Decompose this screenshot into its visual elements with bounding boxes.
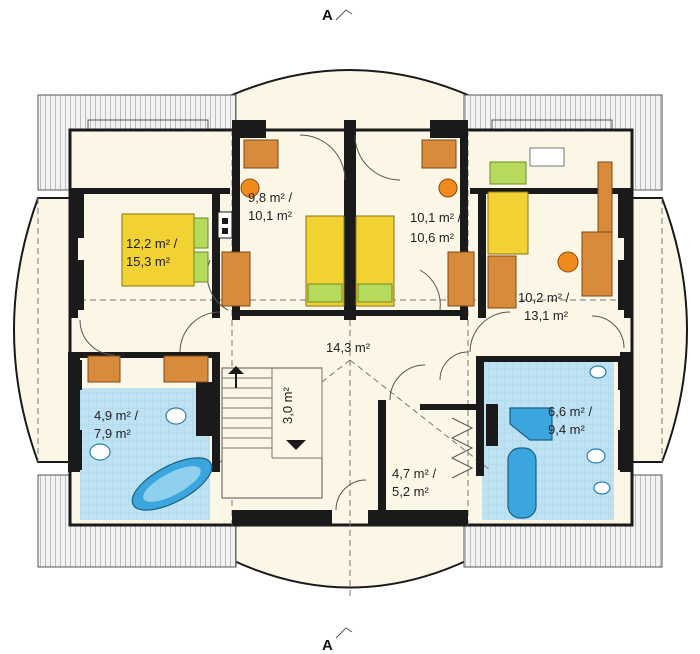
bathtub-right (507, 447, 537, 519)
svg-text:4,9 m² /: 4,9 m² / (94, 408, 138, 423)
chair-mid-right (438, 178, 458, 198)
svg-text:5,2 m²: 5,2 m² (392, 484, 430, 499)
wardrobe-right (487, 255, 517, 309)
section-mark-top: A (322, 7, 353, 24)
svg-text:6,6 m² /: 6,6 m² / (548, 404, 592, 419)
desk-mid-right (421, 139, 457, 169)
svg-text:15,3 m²: 15,3 m² (126, 254, 171, 269)
svg-text:10,2 m² /: 10,2 m² / (518, 290, 570, 305)
area-label-hall: 14,3 m² (326, 340, 371, 355)
svg-text:9,8 m² /: 9,8 m² / (248, 190, 292, 205)
area-label-bedroom-mid-right: 10,1 m² / 10,6 m² (410, 210, 462, 245)
svg-text:A: A (322, 637, 333, 654)
wardrobe-mid-right (447, 251, 475, 307)
area-label-storage: 4,7 m² / 5,2 m² (392, 466, 436, 499)
toilet-right (586, 448, 606, 464)
svg-text:10,1 m²: 10,1 m² (248, 208, 293, 223)
svg-text:4,7 m² /: 4,7 m² / (392, 466, 436, 481)
toilet-left (165, 407, 187, 425)
bed-mid-right (355, 215, 395, 307)
area-label-stairs: 3,0 m² (280, 386, 295, 424)
shower-right (509, 407, 553, 441)
svg-text:9,4 m²: 9,4 m² (548, 422, 586, 437)
bed-left (121, 213, 209, 287)
section-mark-bottom: A (322, 627, 353, 654)
area-label-bath-left: 4,9 m² / 7,9 m² (94, 408, 138, 441)
wardrobe-left (221, 251, 251, 307)
svg-text:10,6 m²: 10,6 m² (410, 230, 455, 245)
chair-mid-left (240, 178, 260, 198)
staircase (221, 366, 323, 499)
svg-text:10,1 m² /: 10,1 m² / (410, 210, 462, 225)
area-label-bedroom-right: 10,2 m² / 13,1 m² (518, 290, 570, 323)
svg-text:13,1 m²: 13,1 m² (524, 308, 569, 323)
sink-right (593, 481, 611, 495)
desk-mid-left (243, 139, 279, 169)
area-label-bedroom-left: 12,2 m² / 15,3 m² (126, 236, 178, 269)
desk-right (581, 231, 613, 297)
chair-right (557, 251, 579, 273)
sink-left (89, 443, 111, 461)
svg-text:7,9 m²: 7,9 m² (94, 426, 132, 441)
area-label-bath-right: 6,6 m² / 9,4 m² (548, 404, 592, 437)
svg-text:A: A (322, 7, 333, 24)
bed-right (487, 161, 529, 255)
area-label-bedroom-mid-left: 9,8 m² / 10,1 m² (248, 190, 293, 223)
bay-left (13, 197, 71, 463)
bay-right (631, 197, 688, 463)
svg-text:12,2 m² /: 12,2 m² / (126, 236, 178, 251)
bath-right-tiles (482, 362, 614, 520)
bed-mid-left (305, 215, 345, 307)
